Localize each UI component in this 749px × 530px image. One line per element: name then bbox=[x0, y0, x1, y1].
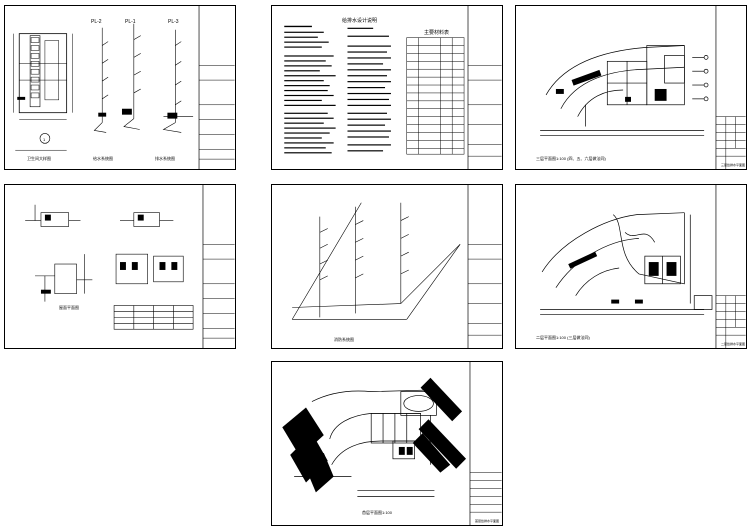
caption-drainage-system: 排水系统图 bbox=[155, 156, 175, 161]
riser-label-pl1: PL-1 bbox=[125, 19, 136, 25]
detail-number: 1 bbox=[43, 137, 46, 142]
materials-table-title: 主要材料表 bbox=[424, 30, 450, 36]
fire-system-caption: 消防系统图 bbox=[334, 337, 354, 342]
plan-caption-3f: 三层平面图1:100 (四、五、六层做法同) bbox=[536, 156, 606, 161]
drawing-sheet-6[interactable]: 二层平面图1:100 (三层做法同) 二层给排水平面图 bbox=[515, 184, 747, 349]
drawing-sheet-7[interactable]: 首层平面图1:100 首层给排水平面图 bbox=[271, 361, 503, 526]
riser-label-pl3: PL-3 bbox=[168, 19, 179, 25]
drawing-sheet-1[interactable]: PL-2 PL-1 PL-3 1 卫生间大样图 给水系统图 排水系统图 bbox=[4, 5, 236, 170]
drawing-sheet-3[interactable]: 三层平面图1:100 (四、五、六层做法同) 三层给排水平面图 bbox=[515, 5, 747, 170]
title-block-1f: 首层给排水平面图 bbox=[475, 519, 500, 523]
caption-water-supply-system: 给水系统图 bbox=[93, 156, 113, 161]
sheet-7-drawing bbox=[282, 362, 502, 525]
sheet-4-drawing bbox=[25, 185, 235, 348]
plan-caption-2f: 二层平面图1:100 (三层做法同) bbox=[536, 335, 590, 340]
drawing-sheet-5[interactable]: 消防系统图 bbox=[271, 184, 503, 349]
sheet-3-drawing bbox=[540, 6, 746, 169]
riser-label-pl2: PL-2 bbox=[91, 19, 102, 25]
drawing-sheet-4[interactable]: 屋面平面图 bbox=[4, 184, 236, 349]
plan-caption-roof: 屋面平面图 bbox=[59, 305, 79, 310]
sheet-2-drawing bbox=[284, 6, 502, 169]
caption-bathroom-detail: 卫生间大样图 bbox=[27, 156, 51, 161]
sheet-1-drawing bbox=[13, 6, 235, 169]
title-block-2f: 二层给排水平面图 bbox=[721, 342, 746, 346]
sheet-5-drawing bbox=[291, 185, 502, 348]
design-notes-title: 给排水设计说明 bbox=[342, 18, 378, 24]
plan-caption-1f: 首层平面图1:100 bbox=[362, 510, 393, 515]
sheet-6-drawing bbox=[540, 185, 746, 348]
title-block-3f: 三层给排水平面图 bbox=[721, 163, 746, 167]
drawing-sheet-2[interactable]: 给排水设计说明 主要材料表 bbox=[271, 5, 503, 170]
